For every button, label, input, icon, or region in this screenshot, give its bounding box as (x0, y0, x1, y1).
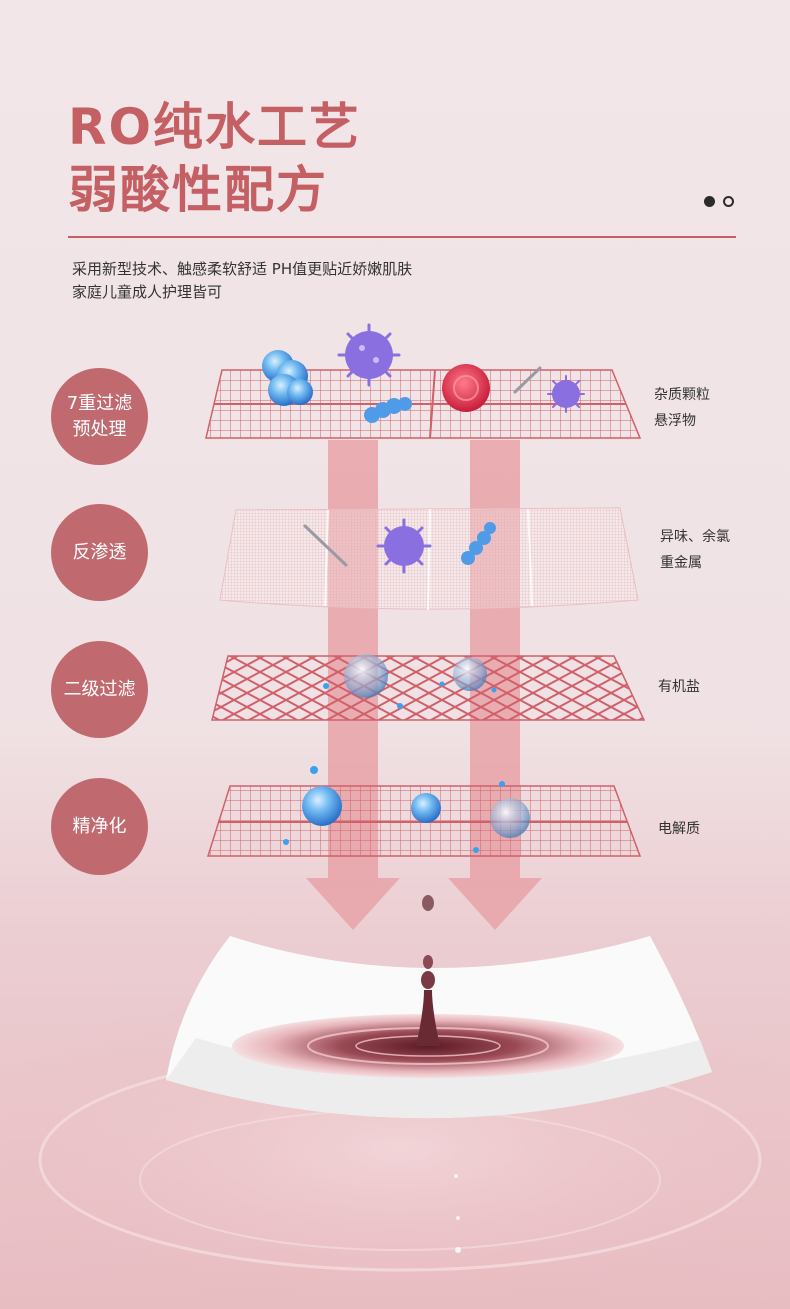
stage-badge-label: 7重过滤 (66, 392, 133, 414)
stage3-removes-label: 有机盐 (658, 679, 700, 695)
pager-dot-inactive[interactable] (723, 196, 734, 207)
stage-badge-pretreatment: 7重过滤 预处理 (51, 368, 148, 465)
pager-dots (704, 196, 734, 207)
stage-badge-label: 精净化 (72, 815, 127, 837)
stage2-removes-label-2: 重金属 (660, 555, 702, 571)
stage1-removes-label-2: 悬浮物 (654, 413, 696, 429)
red-cell-icon (442, 364, 490, 412)
stage4-removes-label: 电解质 (658, 821, 700, 837)
water-bubble-icon (283, 766, 530, 853)
blue-bacteria-icon (461, 522, 496, 565)
water-bubble-icon (323, 654, 497, 709)
blue-bacteria-icon (364, 397, 412, 423)
stage-badge-label-2: 预处理 (72, 418, 127, 440)
stage-badge-purification: 精净化 (51, 778, 148, 875)
header-divider (68, 236, 736, 238)
blue-particles-icon (262, 350, 313, 406)
purple-virus-icon (376, 518, 432, 574)
needle-icon (303, 524, 348, 567)
filter-layer-3 (211, 655, 646, 721)
small-virus-icon (547, 375, 585, 413)
stage1-removes-label-1: 杂质颗粒 (654, 387, 710, 403)
purple-virus-icon (337, 323, 401, 387)
subtitle-line2: 家庭儿童成人护理皆可 (72, 283, 223, 301)
page-title-line1: RO纯水工艺 (68, 98, 362, 156)
pager-dot-active[interactable] (704, 196, 715, 207)
subtitle-line1: 采用新型技术、触感柔软舒适 PH值更贴近娇嫩肌肤 (72, 260, 413, 278)
water-drop-icon (422, 895, 434, 911)
needle-icon (513, 366, 542, 394)
stage2-removes-label-1: 异味、余氯 (660, 529, 730, 545)
stage-badge-reverse-osmosis: 反渗透 (51, 504, 148, 601)
stage-badge-label: 反渗透 (72, 541, 127, 563)
page-title-line2: 弱酸性配方 (68, 161, 328, 219)
stage-badge-secondary-filter: 二级过滤 (51, 641, 148, 738)
water-drop-splash-icon (232, 955, 624, 1078)
stage-badge-label: 二级过滤 (63, 678, 136, 700)
